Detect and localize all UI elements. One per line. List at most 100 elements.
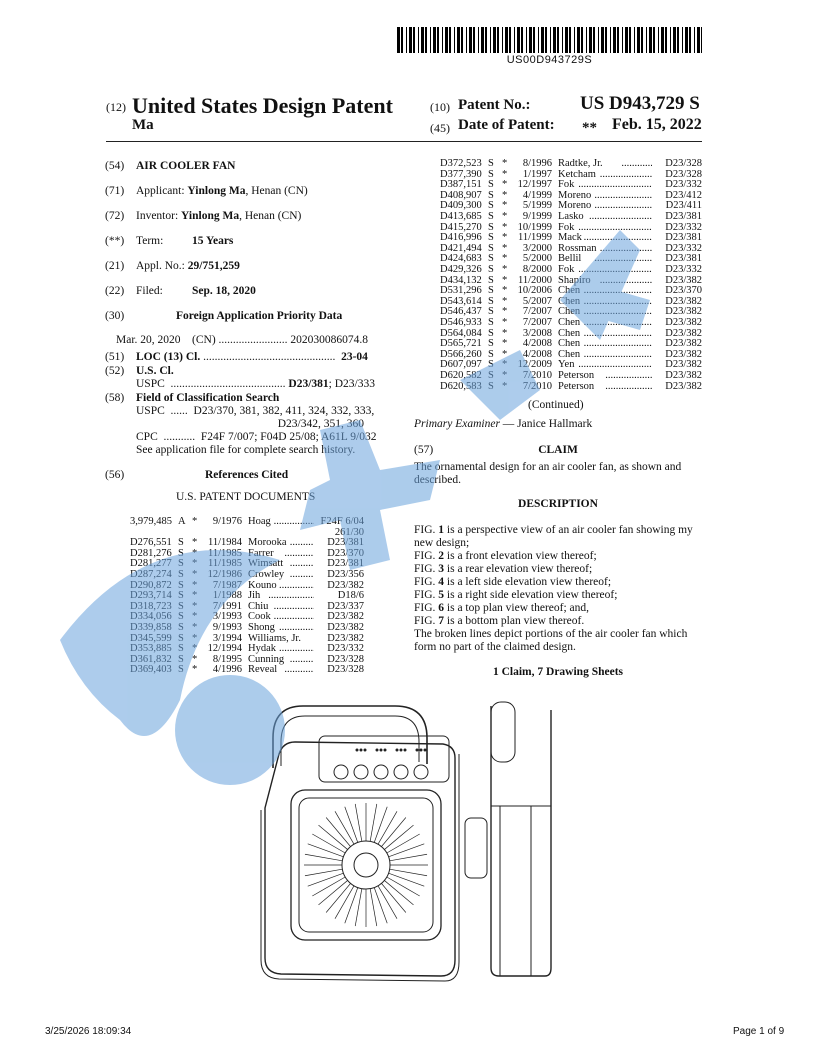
- leader-dots: ........................................…: [279, 643, 314, 655]
- leader-dots: ........................................…: [589, 211, 652, 222]
- reference-class: D23/370: [665, 285, 702, 297]
- reference-name: Fok: [558, 221, 575, 233]
- reference-class: D23/328: [327, 653, 364, 665]
- reference-date: 3/1993: [212, 611, 242, 623]
- reference-date: 3/1994: [212, 632, 242, 644]
- reference-name: Wimsatt: [248, 558, 284, 570]
- reference-name: Yen: [558, 359, 575, 371]
- reference-date: 4/1996: [212, 664, 242, 676]
- reference-kind: S: [488, 253, 494, 265]
- reference-name: Radtke, Jr.: [558, 158, 603, 169]
- code-10: (10): [430, 100, 450, 114]
- reference-class: D23/328: [327, 664, 364, 676]
- reference-class: D23/382: [327, 622, 364, 633]
- reference-kind: S: [488, 317, 494, 328]
- filed-label: Filed:: [136, 285, 163, 297]
- footer-timestamp: 3/25/2026 18:09:34: [45, 1026, 132, 1037]
- reference-name: Ketcham: [558, 168, 596, 180]
- reference-star: *: [192, 632, 198, 644]
- reference-kind: S: [178, 590, 184, 602]
- claim-title: CLAIM: [538, 444, 578, 456]
- reference-name: Peterson: [558, 370, 595, 381]
- reference-class: D23/381: [665, 211, 702, 222]
- leader-dots: ........................................…: [599, 274, 652, 286]
- leader-dots: ........................................…: [289, 537, 314, 549]
- reference-date: 3/2008: [522, 327, 552, 339]
- reference-name: Chen: [558, 348, 581, 360]
- code-22: (22): [105, 285, 125, 297]
- reference-date: 11/1985: [207, 558, 242, 570]
- reference-number: D543,614: [440, 295, 482, 307]
- reference-kind: S: [488, 359, 494, 371]
- reference-class: D23/382: [665, 306, 702, 318]
- reference-date: 11/1985: [207, 547, 242, 559]
- reference-star: *: [502, 317, 508, 328]
- reference-star: *: [192, 590, 198, 602]
- reference-kind: S: [488, 295, 494, 307]
- reference-date: 11/1984: [207, 537, 242, 549]
- reference-date: 12/1986: [207, 569, 242, 580]
- reference-number: D416,996: [440, 232, 482, 244]
- reference-name: Chen: [558, 327, 581, 339]
- reference-kind: S: [488, 189, 494, 201]
- code-45: (45): [430, 121, 450, 135]
- reference-date: 5/2007: [522, 295, 552, 307]
- uspc-line: USPC ...................................…: [136, 378, 375, 390]
- leader-dots: ........................................…: [599, 242, 652, 254]
- reference-kind: S: [178, 622, 184, 633]
- reference-date: 7/2010: [522, 370, 552, 381]
- term: Term:: [136, 235, 164, 247]
- reference-name: Lasko: [558, 211, 584, 222]
- leader-dots: ........................................…: [583, 338, 652, 350]
- reference-date: 8/1995: [212, 653, 242, 665]
- reference-name: Cook: [248, 611, 271, 623]
- leader-dots: ........................................…: [289, 653, 314, 665]
- reference-class: D23/382: [665, 370, 702, 381]
- reference-star: *: [502, 306, 508, 318]
- reference-star: *: [502, 158, 508, 169]
- reference-date: 5/1999: [522, 200, 552, 212]
- reference-star: *: [502, 285, 508, 297]
- reference-number: D620,582: [440, 370, 482, 381]
- reference-kind: S: [488, 306, 494, 318]
- reference-number: D413,685: [440, 211, 482, 222]
- reference-name: Shapiro: [558, 274, 591, 286]
- document-type: United States Design Patent: [132, 93, 393, 118]
- reference-number: D546,933: [440, 317, 482, 328]
- reference-class: D23/382: [665, 348, 702, 360]
- reference-class: D23/332: [665, 242, 702, 254]
- reference-star: *: [502, 211, 508, 222]
- reference-star: *: [502, 295, 508, 307]
- reference-class: D23/381: [327, 537, 364, 549]
- field-uspc: USPC ...... D23/370, 381, 382, 411, 324,…: [136, 405, 375, 417]
- reference-star: *: [502, 221, 508, 233]
- leader-dots: ........................................…: [605, 370, 652, 381]
- reference-date: 3/2000: [522, 242, 552, 254]
- reference-name: Peterson: [558, 380, 595, 392]
- reference-number: D290,872: [130, 579, 172, 591]
- leader-dots: ........................................…: [583, 348, 652, 360]
- reference-number: 3,979,485: [130, 516, 172, 527]
- reference-kind: S: [488, 211, 494, 222]
- reference-class: D18/6: [337, 590, 364, 602]
- leader-dots: ........................................…: [583, 285, 652, 297]
- reference-name: Crowley: [248, 569, 285, 580]
- description-title: DESCRIPTION: [518, 498, 598, 510]
- reference-date: 9/1993: [212, 622, 242, 633]
- reference-date: 12/1997: [517, 179, 552, 191]
- reference-star: *: [192, 600, 198, 612]
- reference-class: F24F 6/04: [320, 516, 364, 527]
- date-label: Date of Patent:: [458, 117, 555, 133]
- code-72: (72): [105, 210, 125, 222]
- reference-date: 4/1999: [522, 189, 552, 201]
- reference-kind: S: [178, 579, 184, 591]
- reference-star: *: [192, 558, 198, 570]
- reference-number: D318,723: [130, 600, 172, 612]
- reference-number: D372,523: [440, 158, 482, 169]
- leader-dots: ........................................…: [621, 158, 652, 169]
